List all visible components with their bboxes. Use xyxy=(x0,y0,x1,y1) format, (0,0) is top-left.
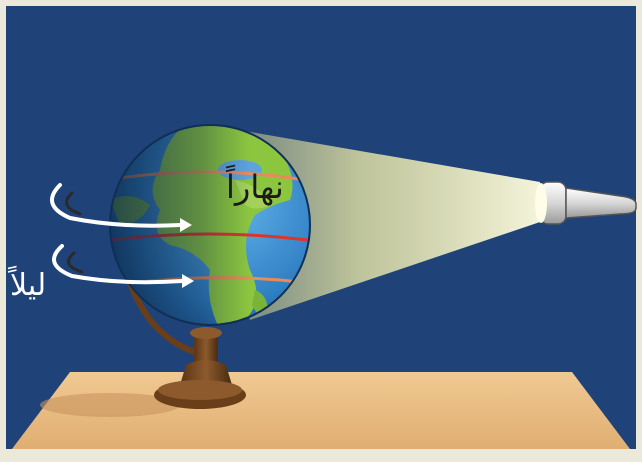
day-label: نهاراً xyxy=(226,168,284,206)
night-label: ليلاً xyxy=(10,268,46,303)
